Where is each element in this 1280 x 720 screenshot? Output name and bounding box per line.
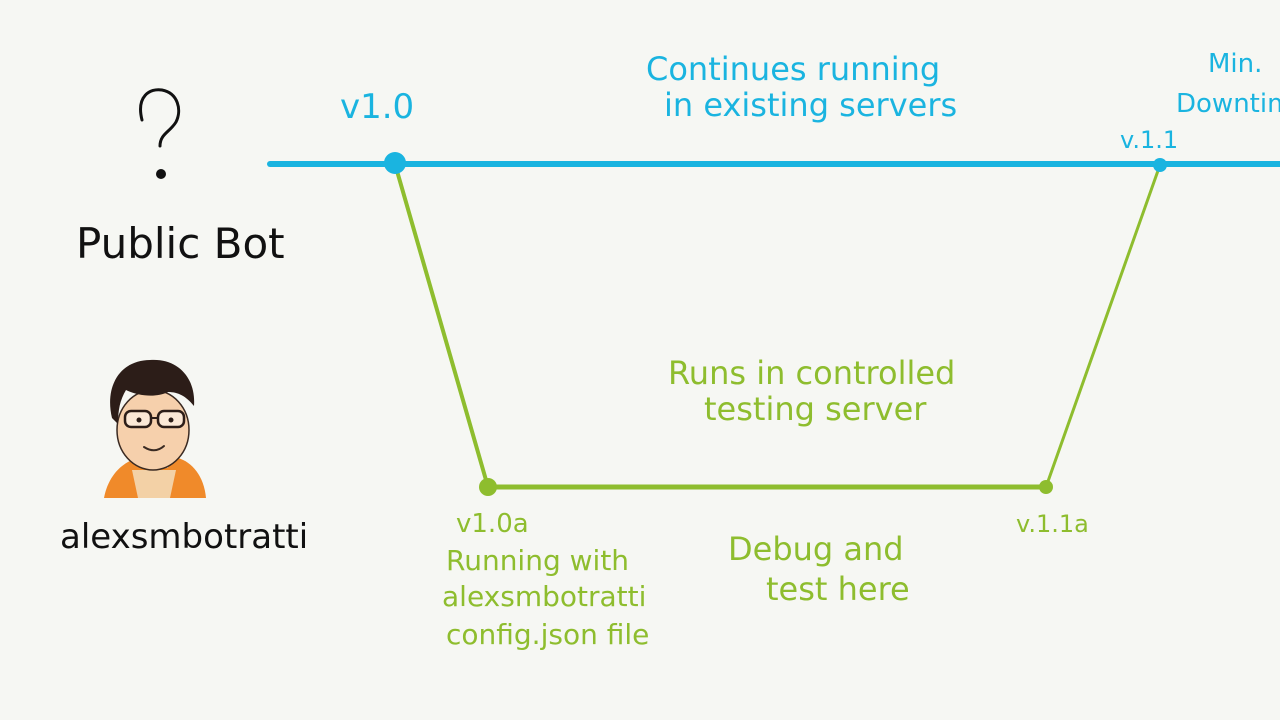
min-downtime-line-2: Downtime! [1176,89,1280,119]
debug-note-line-2: test here [766,570,910,608]
production-note-line-2: in existing servers [664,86,957,124]
branch-down-line [393,162,490,489]
version-v1-1-label: v.1.1 [1120,126,1178,154]
public-bot-label: Public Bot [76,219,285,268]
question-mark-icon [139,88,181,179]
testing-note-line-1: Runs in controlled [668,354,955,392]
node-v1-1a [1039,480,1053,494]
node-v1-0 [384,152,406,174]
developer-label: alexsmbotratti [60,517,308,557]
version-v1-1a-label: v.1.1a [1016,510,1089,538]
production-note-line-1: Continues running [646,50,940,88]
debug-note-line-1: Debug and [728,530,904,568]
running-note-line-2: alexsmbotratti [442,580,646,613]
version-v1-0-label: v1.0 [340,87,414,127]
developer-avatar [104,359,206,498]
node-v1-0a [479,478,497,496]
min-downtime-line-1: Min. [1208,49,1262,79]
branch-up-line [1044,163,1162,489]
running-note-line-1: Running with [446,544,629,577]
node-v1-1 [1153,158,1167,172]
running-note-line-3: config.json file [446,618,649,651]
testing-note-line-2: testing server [704,390,927,428]
version-v1-0a-label: v1.0a [456,509,529,539]
